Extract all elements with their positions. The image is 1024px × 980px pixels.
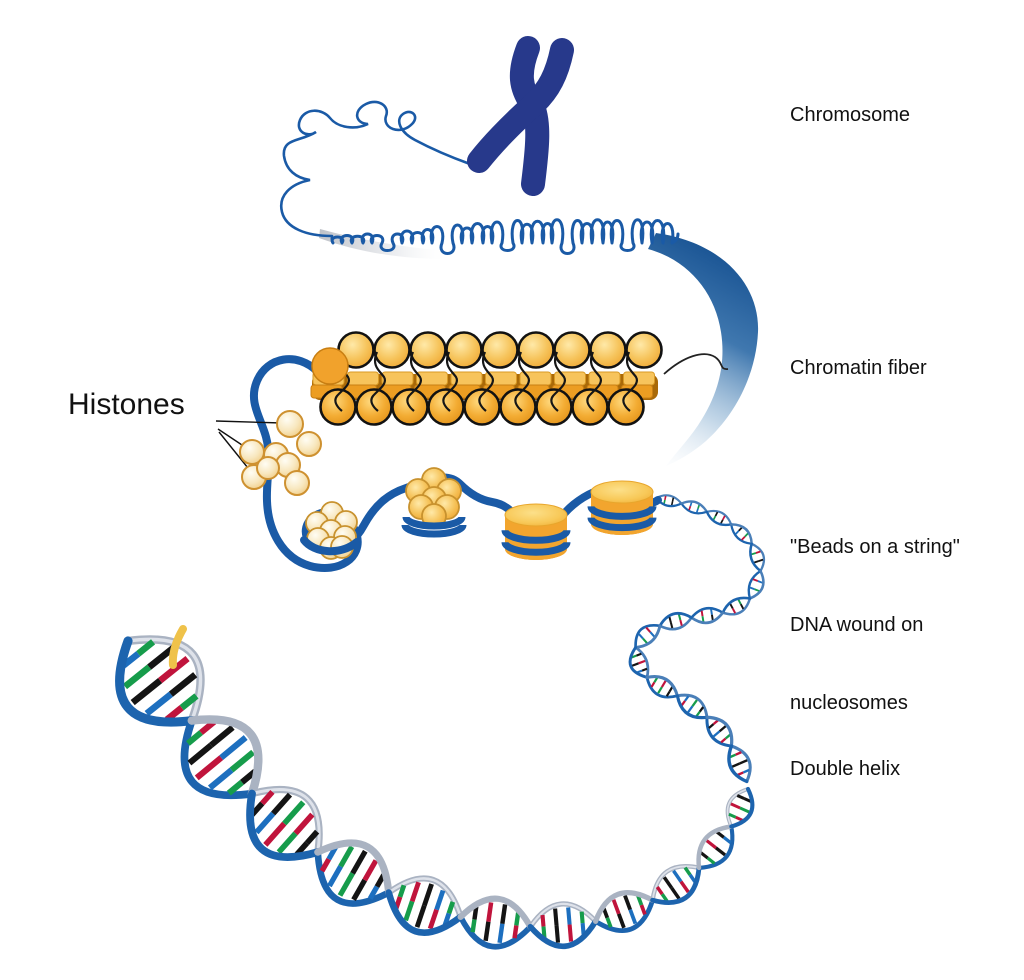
beads-label-line3: nucleosomes	[790, 692, 908, 714]
histones-illustration	[215, 410, 322, 496]
chromosome-label: Chromosome	[790, 104, 911, 126]
beads-label-line2: DNA wound on	[790, 614, 924, 636]
chromatin-fiber-illustration	[310, 331, 729, 426]
double-helix-illustration	[115, 494, 766, 950]
chromatin-fiber-label: Chromatin fiber	[790, 357, 927, 379]
double-helix-label: Double helix	[790, 758, 901, 780]
histones-label: Histones	[68, 388, 185, 421]
beads-label-line1: "Beads on a string"	[790, 536, 960, 558]
beads-on-string-label: "Beads on a string" DNA wound on nucleos…	[790, 482, 960, 768]
unwinding-dna-tangle	[279, 100, 680, 255]
chromosome-illustration	[467, 36, 574, 196]
